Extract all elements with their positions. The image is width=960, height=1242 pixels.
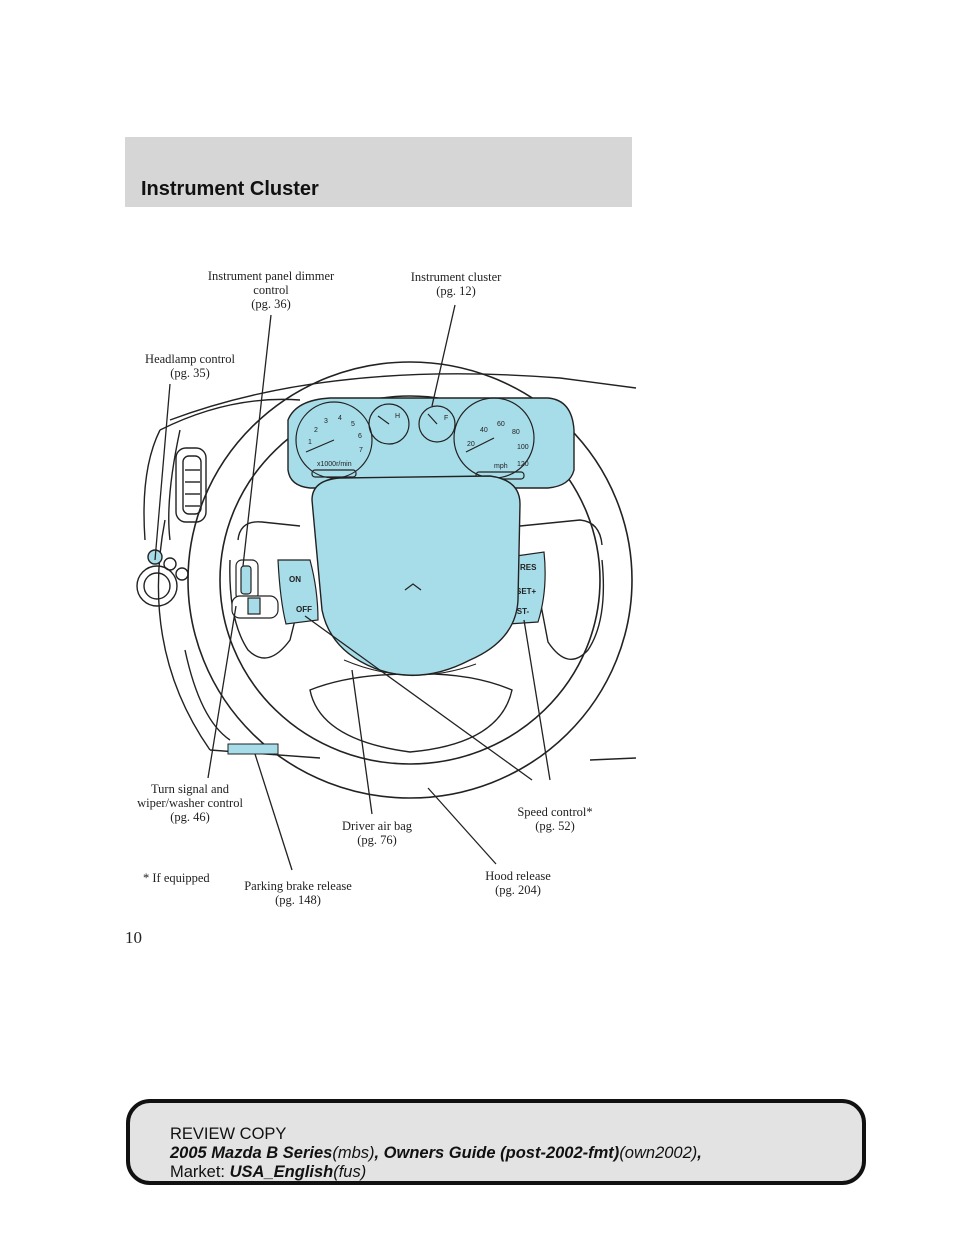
tach-unit: x1000r/min — [317, 461, 352, 468]
page-number: 10 — [125, 928, 142, 947]
cst-button-label: CST- — [511, 607, 530, 616]
label-headlamp: Headlamp control (pg. 35) — [145, 352, 235, 380]
label-speed-control: Speed control* (pg. 52) — [517, 805, 593, 833]
temperature-gauge — [368, 403, 410, 445]
callout-headlamp — [154, 383, 171, 561]
callout-dimmer — [242, 314, 272, 567]
label-turn-signal: Turn signal and wiper/washer control (pg… — [137, 782, 243, 824]
parking-brake-release — [227, 743, 279, 755]
speed-unit: mph — [494, 463, 508, 470]
label-airbag: Driver air bag (pg. 76) — [341, 819, 413, 847]
callout-speed-left — [304, 615, 533, 781]
callout-turn-signal — [207, 605, 237, 779]
gauge-h-label: H — [395, 413, 400, 420]
tach-num-4: 4 — [338, 415, 342, 422]
speed-num-120: 120 — [517, 461, 529, 468]
review-copy-line: REVIEW COPY — [170, 1125, 287, 1143]
callout-cluster — [431, 304, 456, 407]
speed-off-label: OFF — [296, 605, 312, 614]
speed-control-left-pad — [277, 559, 319, 625]
tach-num-1: 1 — [308, 439, 312, 446]
callout-parking-brake — [254, 753, 293, 871]
callout-speed-right — [523, 619, 551, 781]
tach-num-5: 5 — [351, 421, 355, 428]
review-copy-footer: REVIEW COPY 2005 Mazda B Series(mbs), Ow… — [126, 1099, 866, 1185]
gauge-f-label: F — [444, 415, 448, 422]
set-button-label: SET+ — [516, 587, 537, 596]
dashboard-top-line — [169, 373, 637, 421]
tach-num-7: 7 — [359, 447, 363, 454]
steering-wheel-rim — [187, 361, 633, 799]
section-header-band: Instrument Cluster — [125, 137, 632, 207]
tach-num-2: 2 — [314, 427, 318, 434]
tach-num-3: 3 — [324, 418, 328, 425]
speed-num-100: 100 — [517, 444, 529, 451]
callout-hood-release — [427, 787, 497, 865]
driver-air-bag-cover — [311, 475, 521, 676]
tach-num-6: 6 — [358, 433, 362, 440]
label-if-equipped: * If equipped — [143, 871, 210, 885]
speed-on-label: ON — [289, 575, 301, 584]
market-line: Market: USA_English(fus) — [170, 1163, 367, 1181]
res-button-label: RES — [520, 563, 537, 572]
callout-airbag — [351, 669, 373, 815]
label-hood-release: Hood release (pg. 204) — [485, 869, 551, 897]
label-dimmer: Instrument panel dimmer control (pg. 36) — [207, 269, 335, 311]
section-title: Instrument Cluster — [141, 178, 319, 200]
fuel-gauge — [418, 405, 456, 443]
document-info-line: 2005 Mazda B Series(mbs), Owners Guide (… — [170, 1144, 702, 1162]
speed-num-80: 80 — [512, 429, 520, 436]
instrument-cluster-panel — [287, 397, 575, 489]
speed-num-60: 60 — [497, 421, 505, 428]
speed-num-20: 20 — [467, 441, 475, 448]
label-parking-brake: Parking brake release (pg. 148) — [244, 879, 352, 907]
speed-num-40: 40 — [480, 427, 488, 434]
horn-icon — [404, 583, 422, 591]
label-cluster: Instrument cluster (pg. 12) — [410, 270, 502, 298]
